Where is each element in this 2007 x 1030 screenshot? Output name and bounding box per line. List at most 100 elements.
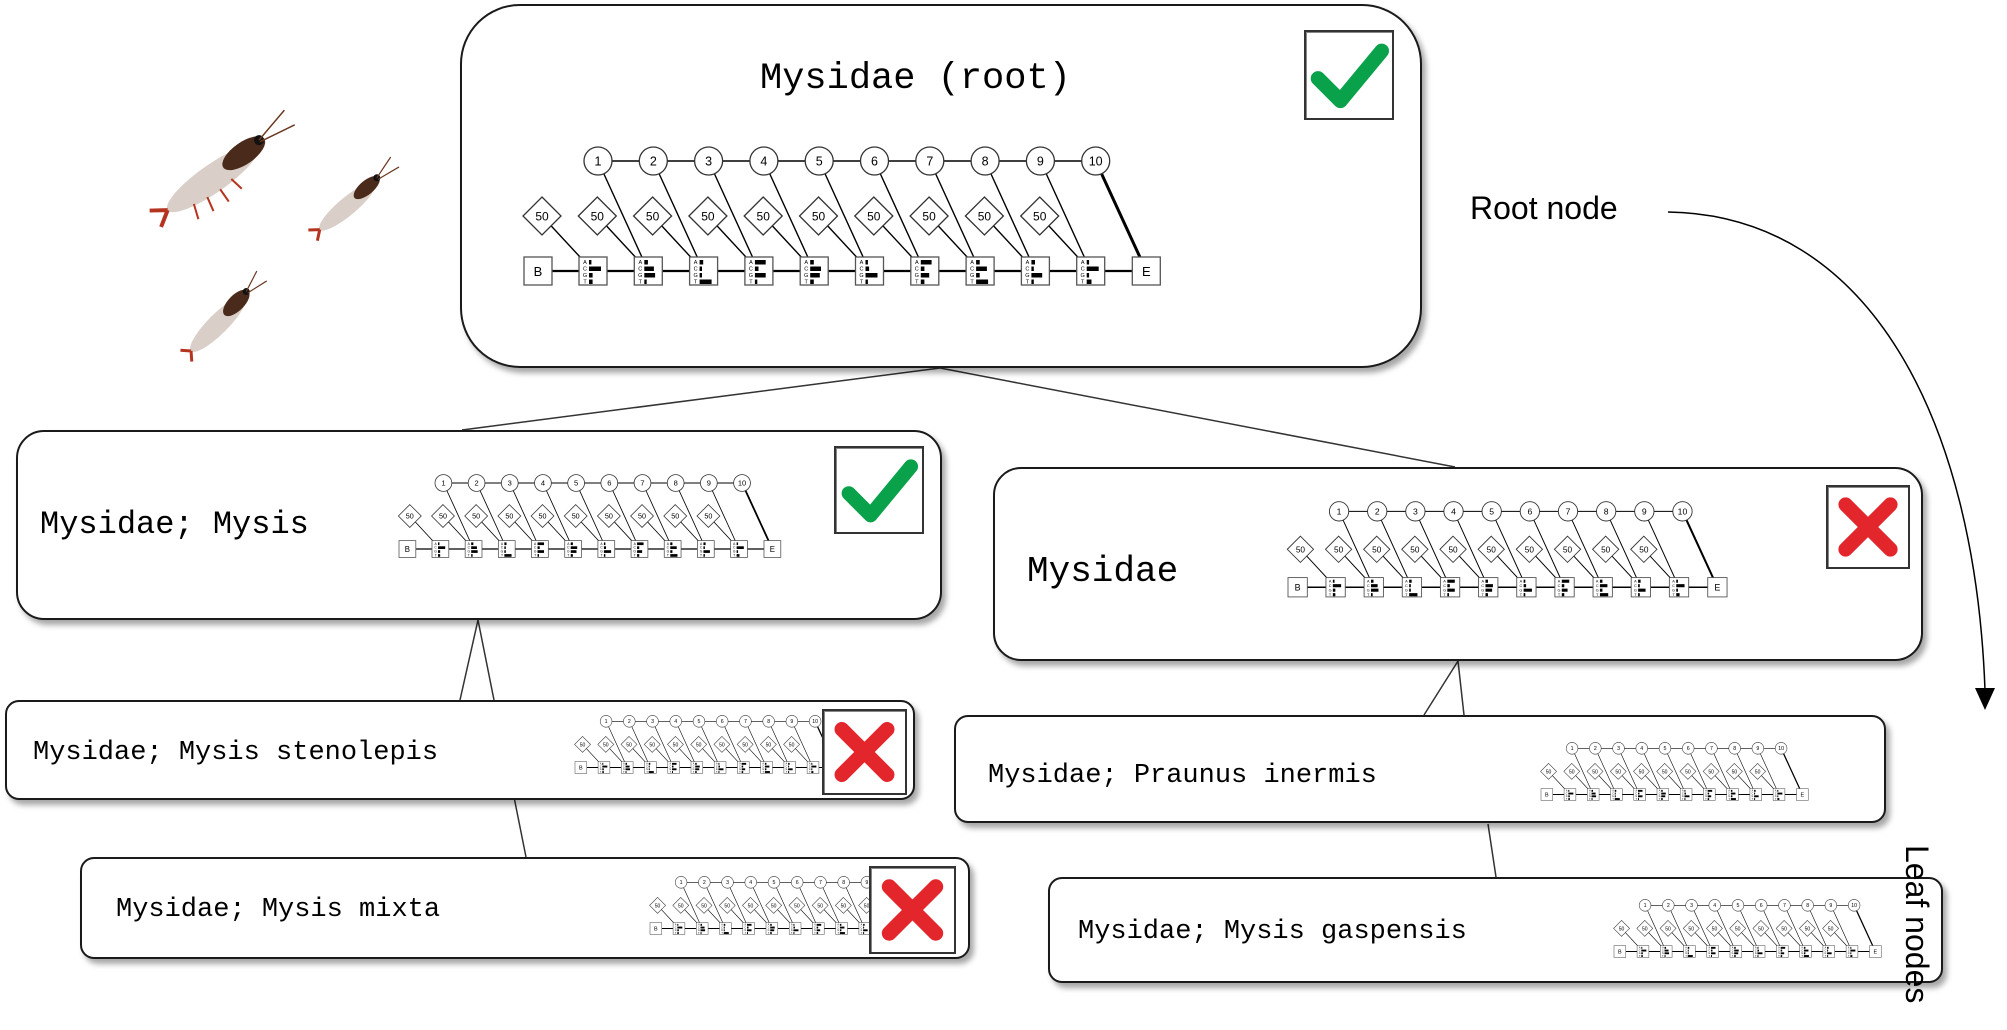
svg-text:T: T [749,280,753,286]
svg-text:50: 50 [1525,545,1535,554]
svg-text:G: G [1685,953,1687,955]
svg-text:G: G [1778,953,1780,955]
svg-text:C: C [837,927,839,929]
svg-text:6: 6 [1687,746,1690,752]
edge-praunus-gaspensis [1487,823,1497,878]
svg-text:A: A [634,542,637,546]
svg-text:6: 6 [871,155,878,169]
svg-text:6: 6 [1760,903,1763,909]
svg-text:A: A [1732,947,1734,950]
svg-text:50: 50 [748,903,754,909]
root-node-label: Mysidae (root) [760,58,1071,100]
svg-text:C: C [1752,793,1754,795]
svg-text:C: C [1558,584,1561,588]
svg-text:C: C [1596,584,1599,588]
leaf-praunus-inermis-label: Mysidae; Praunus inermis [988,761,1377,791]
svg-text:A: A [1801,947,1803,950]
svg-text:T: T [700,554,702,558]
svg-text:50: 50 [1712,926,1718,932]
stenolepis-status-mark [822,709,907,795]
svg-text:G: G [970,273,974,279]
svg-text:T: T [1026,280,1030,286]
svg-text:A: A [749,260,753,266]
root-status-mark [1304,30,1394,120]
svg-text:C: C [804,267,808,273]
svg-text:G: G [786,769,788,771]
svg-text:9: 9 [790,719,793,725]
svg-text:50: 50 [771,903,777,909]
svg-text:E: E [1142,264,1151,279]
svg-text:C: C [1405,584,1408,588]
svg-text:50: 50 [580,742,586,748]
svg-text:50: 50 [1334,545,1344,554]
svg-text:G: G [623,769,625,771]
svg-text:50: 50 [1592,769,1598,775]
svg-text:1: 1 [680,880,683,886]
svg-text:8: 8 [982,155,989,169]
svg-text:T: T [639,280,643,286]
svg-text:7: 7 [744,719,747,725]
svg-text:7: 7 [1710,746,1713,752]
svg-text:A: A [1589,790,1591,793]
svg-text:T: T [1367,593,1370,597]
svg-text:C: C [762,766,764,768]
svg-text:A: A [600,542,603,546]
svg-text:C: C [638,267,642,273]
svg-text:C: C [1775,793,1777,795]
svg-text:T: T [970,280,974,286]
svg-text:C: C [1639,950,1641,952]
svg-text:50: 50 [704,512,712,521]
svg-text:B: B [579,766,583,772]
svg-text:C: C [468,546,471,550]
svg-text:A: A [675,924,677,927]
svg-text:C: C [749,267,753,273]
svg-text:9: 9 [707,479,711,488]
svg-text:50: 50 [701,210,715,224]
svg-text:C: C [600,546,603,550]
svg-text:T: T [739,772,741,774]
svg-text:2: 2 [1667,903,1670,909]
svg-text:50: 50 [1033,210,1047,224]
svg-text:5: 5 [1489,506,1494,516]
svg-text:C: C [1081,267,1085,273]
svg-text:C: C [1612,793,1614,795]
svg-text:C: C [716,766,718,768]
root-node-annotation: Root node [1470,190,1618,226]
svg-text:G: G [1405,588,1408,592]
svg-text:E: E [1714,583,1720,593]
edge-mysis-stenolepis-b [477,619,495,701]
svg-text:50: 50 [1781,926,1787,932]
svg-text:E: E [1801,793,1805,799]
svg-text:50: 50 [646,210,660,224]
svg-text:A: A [1329,579,1332,583]
svg-text:50: 50 [1546,769,1552,775]
svg-text:10: 10 [812,719,818,725]
svg-text:T: T [915,280,919,286]
svg-text:A: A [791,924,793,927]
node-mysidae-label: Mysidae [1027,551,1179,592]
svg-text:3: 3 [1617,746,1620,752]
svg-text:9: 9 [1756,746,1759,752]
svg-text:B: B [654,927,658,933]
svg-text:G: G [583,273,587,279]
svg-text:50: 50 [1662,769,1668,775]
svg-text:50: 50 [794,903,800,909]
svg-text:2: 2 [650,155,657,169]
svg-text:T: T [1705,799,1707,801]
svg-text:C: C [694,267,698,273]
svg-text:2: 2 [628,719,631,725]
svg-text:G: G [762,769,764,771]
svg-text:5: 5 [816,155,823,169]
shrimp-image-3 [180,270,268,362]
svg-text:50: 50 [439,512,447,521]
svg-text:C: C [1732,950,1734,952]
svg-text:C: C [600,766,602,768]
svg-text:T: T [1659,799,1661,801]
svg-text:A: A [1596,579,1599,583]
